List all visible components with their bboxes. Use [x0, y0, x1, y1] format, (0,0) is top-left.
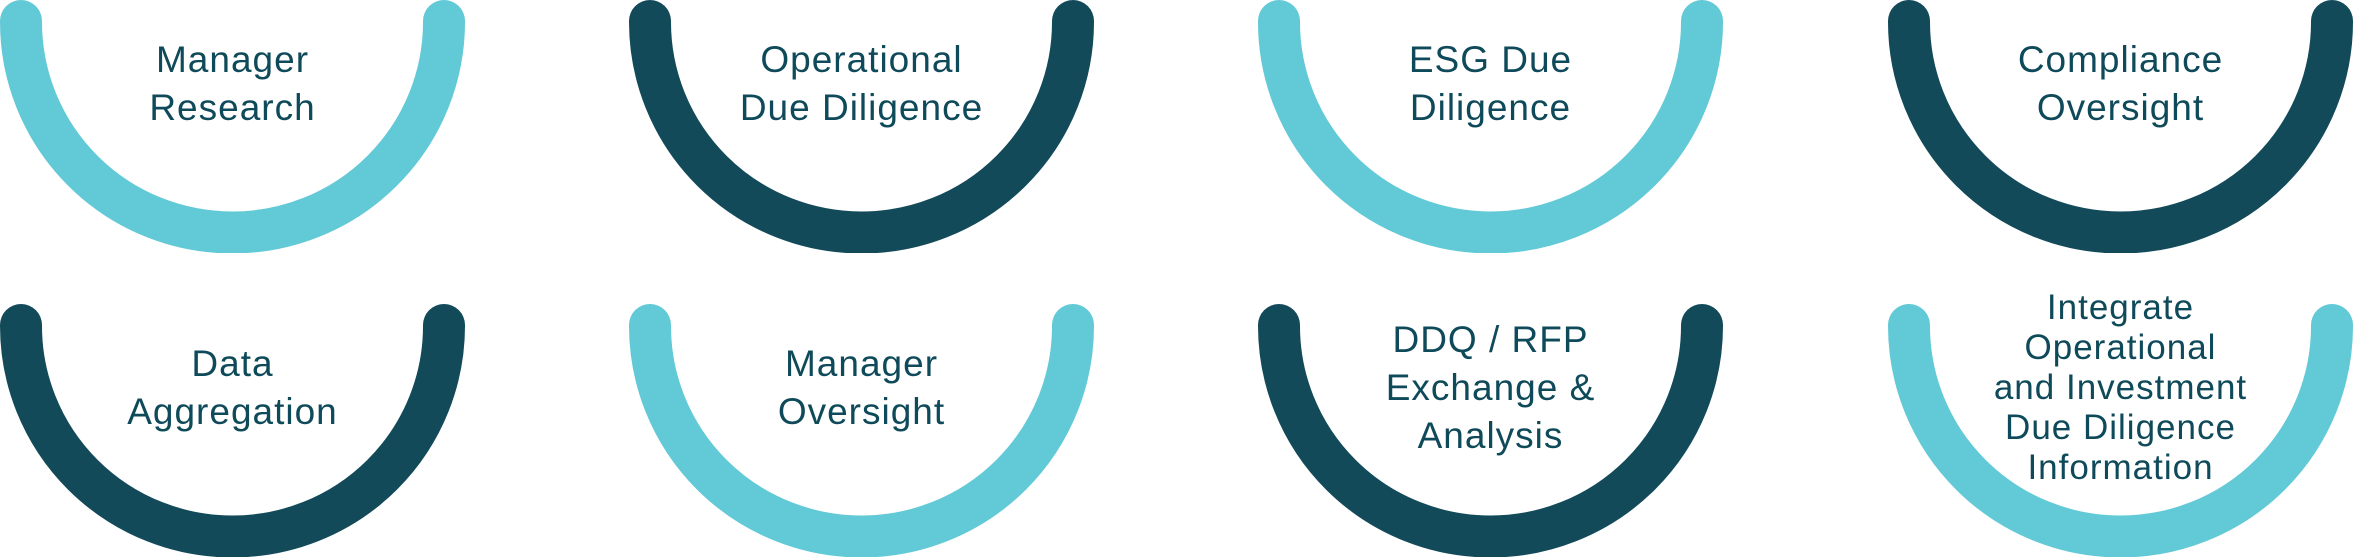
arc-icon — [1888, 0, 2353, 253]
arc-icon — [1258, 0, 1723, 253]
service-operational-due-diligence: Operational Due Diligence — [629, 0, 1094, 253]
arc-icon — [1258, 304, 1723, 557]
arc-stroke — [629, 304, 1094, 557]
arc-icon — [1888, 304, 2353, 557]
arc-icon — [629, 0, 1094, 253]
service-manager-research: Manager Research — [0, 0, 465, 253]
arc-stroke — [0, 0, 465, 253]
service-integrate-information: Integrate Operational and Investment Due… — [1888, 288, 2353, 557]
arc-stroke — [0, 304, 465, 557]
service-label: Manager Research — [149, 39, 316, 128]
service-ddq-rfp-exchange: DDQ / RFP Exchange & Analysis — [1258, 304, 1723, 557]
service-label: Manager Oversight — [777, 343, 946, 432]
arc-stroke — [629, 0, 1094, 253]
service-label: Operational Due Diligence — [739, 39, 984, 128]
service-manager-oversight: Manager Oversight — [629, 304, 1094, 557]
service-label: Compliance Oversight — [2017, 39, 2224, 128]
arc-icon — [629, 304, 1094, 557]
service-label: DDQ / RFP Exchange & Analysis — [1385, 319, 1596, 456]
arc-stroke — [1888, 0, 2353, 253]
arc-icon — [0, 304, 465, 557]
service-label: Integrate Operational and Investment Due… — [1993, 288, 2248, 487]
arc-stroke — [1258, 304, 1723, 557]
arc-icon — [0, 0, 465, 253]
service-compliance-oversight: Compliance Oversight — [1888, 0, 2353, 253]
arc-stroke — [1258, 0, 1723, 253]
service-data-aggregation: Data Aggregation — [0, 304, 465, 557]
service-label: Data Aggregation — [127, 343, 338, 432]
service-esg-due-diligence: ESG Due Diligence — [1258, 0, 1723, 253]
arc-stroke — [1888, 304, 2353, 557]
service-label: ESG Due Diligence — [1408, 39, 1573, 128]
